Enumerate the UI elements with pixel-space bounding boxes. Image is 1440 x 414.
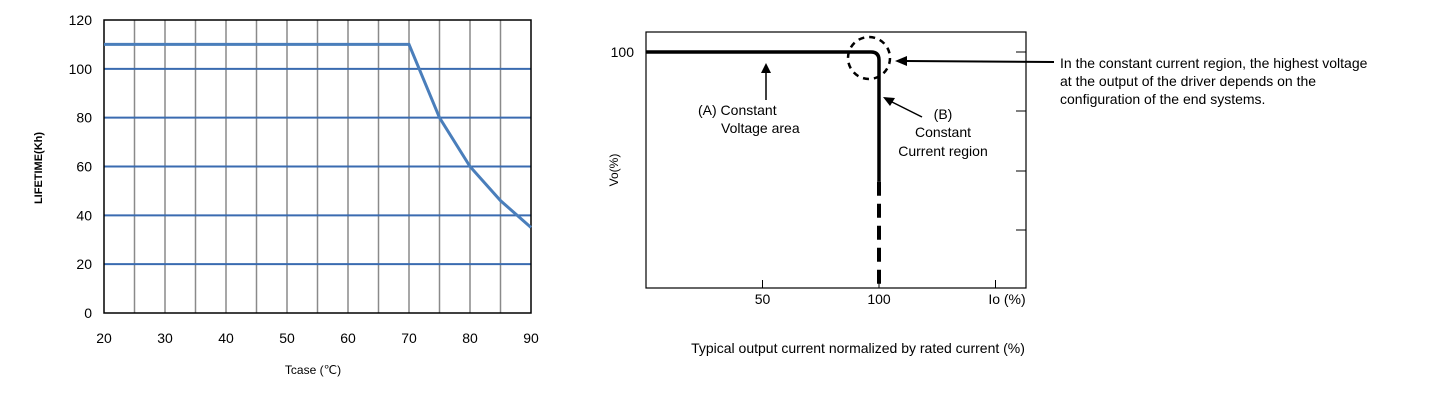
annotation-b-line2: Constant	[915, 124, 971, 140]
y-tick-label: 120	[69, 12, 93, 28]
lifetime-curve	[104, 42, 532, 229]
arrow-a-head	[761, 63, 771, 73]
x-tick-label: 50	[279, 330, 295, 346]
y-tick-label: 80	[76, 110, 92, 126]
note-arrow-line	[904, 60, 1055, 63]
plot-frame	[103, 19, 532, 314]
note-arrow-head	[895, 56, 907, 66]
y-tick-labels: 100	[611, 44, 635, 60]
x-axis-label: Tcase (℃)	[285, 363, 341, 377]
y-axis-label: LIFETIME(Kh)	[33, 132, 45, 204]
arrow-b-line	[889, 100, 923, 118]
vi-chart: 50 100 100 Io (%) Vo(%) Typical output cu…	[607, 31, 1368, 356]
y-axis-label: Vo(%)	[607, 154, 621, 187]
note-line3: configuration of the end systems.	[1060, 91, 1265, 107]
x-tick-label: 30	[157, 330, 173, 346]
x-tick-label: 70	[401, 330, 417, 346]
y-tick-label: 0	[84, 305, 92, 321]
annotation-b-line3: Current region	[898, 143, 988, 159]
y-gridlines	[104, 67, 531, 266]
arrow-b-head	[883, 97, 895, 106]
y-tick-label: 60	[76, 159, 92, 175]
x-tick-label: 20	[96, 330, 112, 346]
x-tick-label: 50	[755, 291, 771, 307]
y-tick-label: 40	[76, 207, 92, 223]
x-tick-label: 100	[867, 291, 891, 307]
x-tick-label: 40	[218, 330, 234, 346]
y-tick-label: 100	[611, 44, 635, 60]
annotation-a-line2: Voltage area	[721, 120, 800, 136]
x-tick-label: 80	[462, 330, 478, 346]
note-line2: at the output of the driver depends on t…	[1060, 73, 1316, 89]
constant-voltage-curve	[646, 50, 881, 182]
x-tick-labels: 50 100	[755, 291, 891, 307]
x-tick-labels: 20 30 40 50 60 70 80 90	[96, 330, 539, 346]
note-line1: In the constant current region, the high…	[1060, 55, 1368, 71]
axis-ticks	[762, 51, 1026, 288]
chart-caption: Typical output current normalized by rat…	[691, 340, 1025, 356]
plot-frame	[645, 31, 1027, 289]
y-tick-label: 100	[69, 61, 93, 77]
x-axis-label: Io (%)	[988, 291, 1025, 307]
annotation-a-line1: (A) Constant	[698, 102, 777, 118]
y-tick-label: 20	[76, 256, 92, 272]
x-tick-label: 90	[523, 330, 539, 346]
y-tick-labels: 0 20 40 60 80 100 120	[69, 12, 93, 321]
annotation-b-line1: (B)	[934, 106, 953, 122]
x-tick-label: 60	[340, 330, 356, 346]
knee-highlight-circle	[846, 35, 892, 81]
